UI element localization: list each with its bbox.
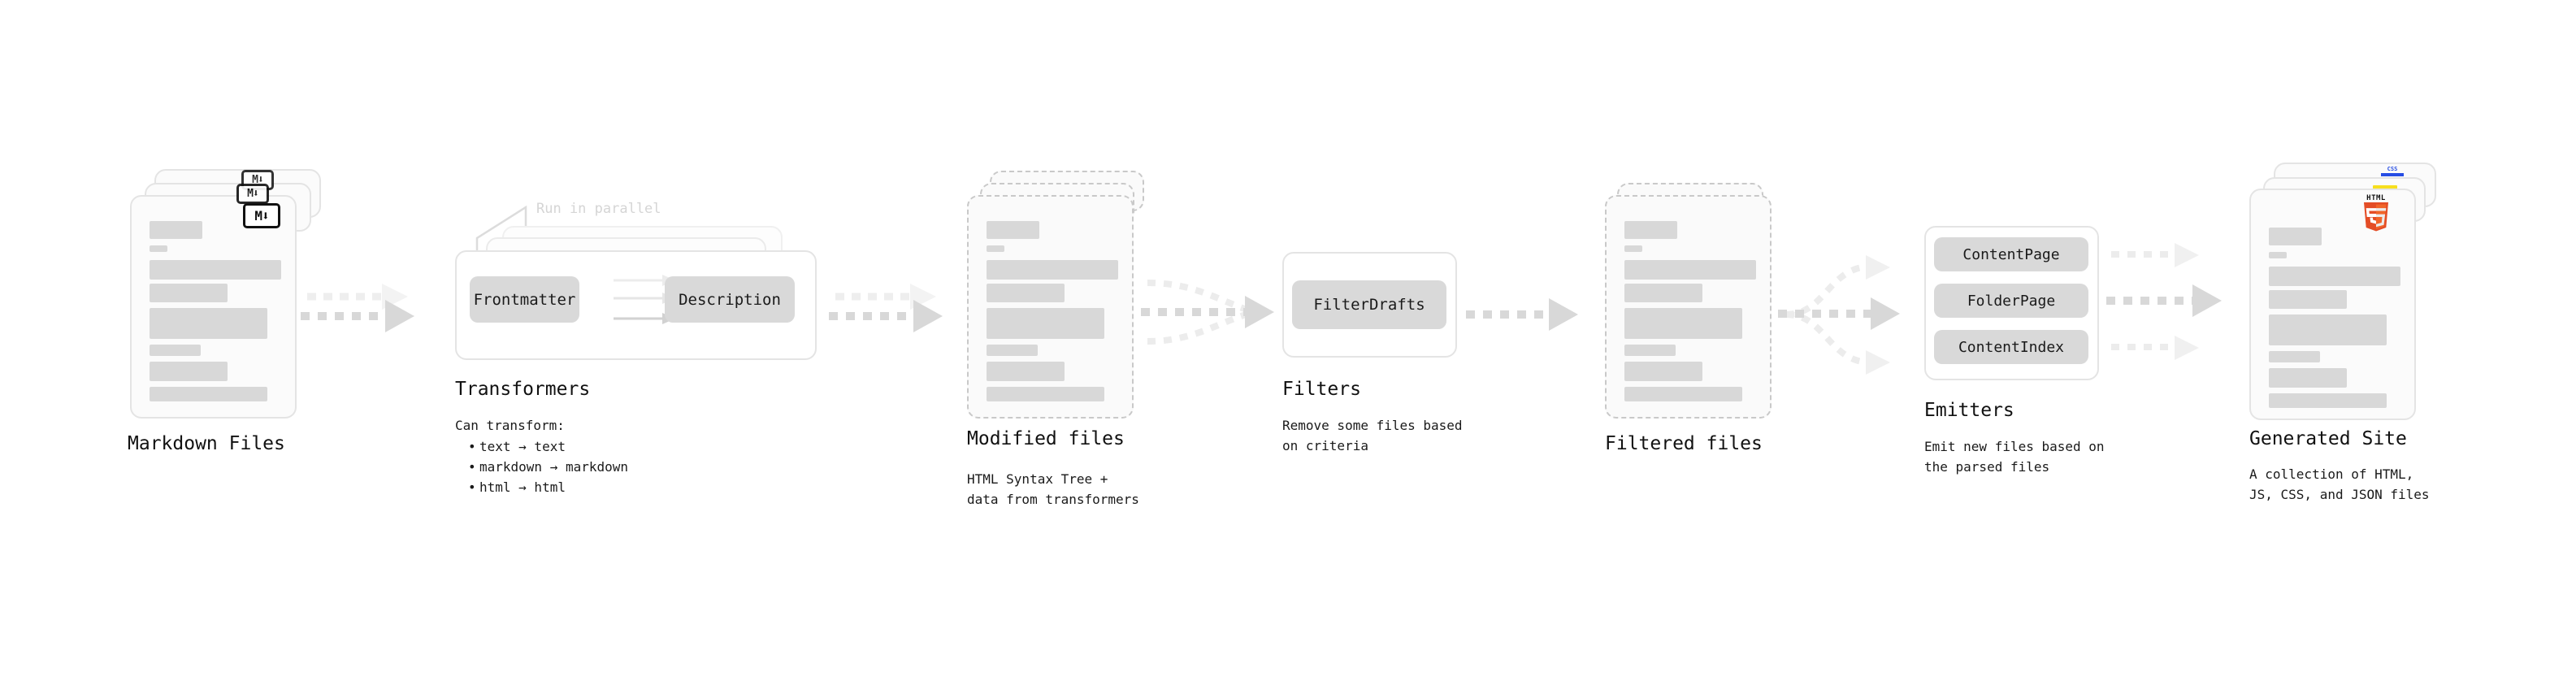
skeleton-bar (1624, 308, 1742, 339)
markdown-badge-letter: M (254, 208, 262, 223)
chip-description-label: Description (679, 290, 781, 309)
skeleton-bar (2269, 368, 2347, 388)
skeleton-bar (2269, 290, 2347, 309)
stage-title-emitters: Emitters (1924, 400, 2014, 421)
emitters-subtitle: Emit new files based on the parsed files (1924, 439, 2105, 475)
skeleton-bar (1624, 284, 1702, 302)
chip-contentpage[interactable]: ContentPage (1934, 237, 2088, 271)
stage-title-transformers: Transformers (455, 379, 591, 400)
skeleton-bar (2269, 267, 2400, 286)
skeleton-bar (150, 387, 267, 401)
connector-transformers-to-modified (829, 284, 943, 332)
list-item: •text → text (468, 439, 566, 454)
skeleton-bar (987, 260, 1118, 280)
generated-site-card (2249, 189, 2416, 420)
skeleton-bar (150, 362, 228, 381)
connector-filters-to-filtered (1466, 298, 1578, 331)
skeleton-bar (1624, 387, 1742, 401)
markdown-badge: M ⬇ (236, 184, 269, 204)
chip-frontmatter[interactable]: Frontmatter (470, 276, 579, 323)
stage-title-generated-site: Generated Site (2249, 428, 2407, 449)
skeleton-bar (2269, 351, 2320, 362)
run-in-parallel-label: Run in parallel (536, 201, 661, 217)
connector-filtered-to-emitters (1778, 255, 1900, 375)
skeleton-bar (987, 387, 1104, 401)
skeleton-bar (150, 345, 201, 356)
skeleton-bar (987, 284, 1065, 302)
chip-frontmatter-label: Frontmatter (473, 290, 576, 309)
skeleton-bar (1624, 345, 1676, 356)
skeleton-bar (150, 284, 228, 302)
list-item: •html → html (468, 479, 566, 495)
filters-subtitle: Remove some files based on criteria (1282, 418, 1463, 453)
html5-shield-icon (2364, 202, 2388, 232)
stage-title-markdown-files: Markdown Files (128, 433, 285, 454)
chip-filterdrafts[interactable]: FilterDrafts (1292, 280, 1446, 329)
transformers-bullet-list: •text → text •markdown → markdown •html … (468, 437, 628, 497)
skeleton-bar (2269, 228, 2322, 245)
css-badge: CSS (2381, 167, 2404, 177)
run-in-parallel-bracket (475, 205, 527, 254)
connector-modified-to-filters (1141, 280, 1274, 345)
skeleton-bar (1624, 260, 1756, 280)
markdown-badge-front: M ⬇ (243, 203, 280, 228)
stage-title-modified-files: Modified files (967, 428, 1125, 449)
modified-files-subtitle: HTML Syntax Tree + data from transformer… (967, 471, 1139, 507)
skeleton-bar (2269, 393, 2387, 408)
skeleton-bar (987, 345, 1038, 356)
markdown-badge-letter: M (252, 174, 258, 186)
skeleton-bar (987, 245, 1004, 252)
chip-filterdrafts-label: FilterDrafts (1313, 296, 1425, 314)
skeleton-bar (987, 221, 1039, 239)
generated-site-subtitle: A collection of HTML, JS, CSS, and JSON … (2249, 466, 2430, 502)
stage-title-filters: Filters (1282, 379, 1361, 400)
connector-md-to-transformers (301, 284, 414, 332)
chip-contentpage-label: ContentPage (1962, 245, 2060, 263)
modified-card (967, 195, 1134, 419)
skeleton-bar (1624, 245, 1642, 252)
arrow-down-icon: ⬇ (258, 174, 264, 186)
skeleton-bar (150, 221, 202, 239)
arrow-down-icon: ⬇ (253, 188, 259, 200)
skeleton-bar (1624, 362, 1702, 381)
html5-icon: HTML (2358, 195, 2394, 233)
markdown-card (130, 195, 297, 419)
chip-folderpage-label: FolderPage (1967, 292, 2056, 310)
chip-description[interactable]: Description (665, 276, 795, 323)
skeleton-bar (150, 260, 281, 280)
filtered-card (1605, 195, 1772, 419)
skeleton-bar (987, 308, 1104, 339)
skeleton-bar (1624, 221, 1677, 239)
markdown-badge-letter: M (247, 188, 254, 200)
connector-emitters-to-site (2106, 243, 2222, 360)
chip-folderpage[interactable]: FolderPage (1934, 284, 2088, 318)
skeleton-bar (987, 362, 1065, 381)
transformers-subtitle: Can transform: (455, 418, 565, 433)
skeleton-bar (2269, 314, 2387, 345)
list-item: •markdown → markdown (468, 458, 629, 475)
arrow-down-icon: ⬇ (262, 208, 270, 223)
html5-wordmark: HTML (2366, 194, 2386, 202)
chip-contentindex[interactable]: ContentIndex (1934, 330, 2088, 364)
skeleton-bar (2269, 252, 2287, 258)
chip-contentindex-label: ContentIndex (1958, 338, 2065, 356)
skeleton-bar (150, 308, 267, 339)
stage-title-filtered-files: Filtered files (1605, 433, 1763, 454)
skeleton-bar (150, 245, 167, 252)
